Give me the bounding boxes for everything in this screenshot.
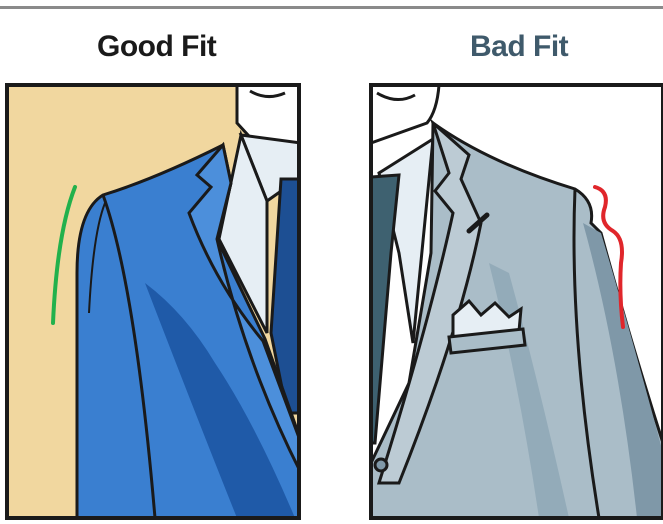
bad-fit-panel bbox=[369, 83, 663, 520]
bad-fit-illustration bbox=[369, 83, 663, 520]
good-fit-panel bbox=[5, 83, 301, 520]
jacket-button-icon bbox=[375, 459, 387, 471]
top-divider bbox=[0, 6, 663, 9]
bad-fit-heading: Bad Fit bbox=[470, 30, 568, 64]
good-fit-illustration bbox=[5, 83, 301, 520]
good-fit-heading: Good Fit bbox=[97, 30, 216, 64]
